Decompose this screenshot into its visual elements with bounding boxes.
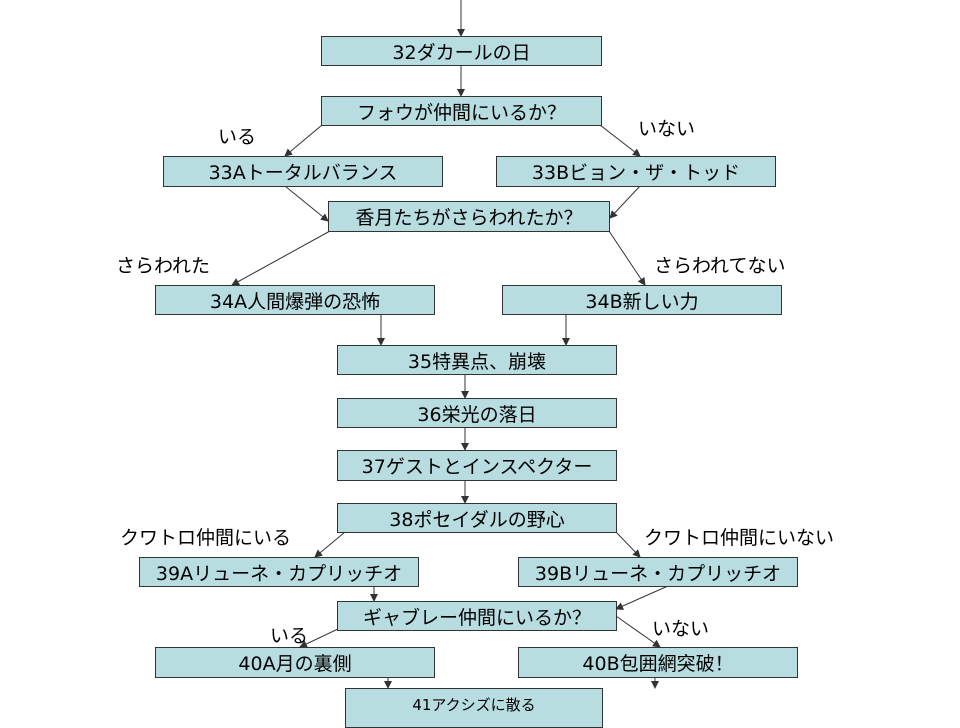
label-kazuki-no: さらわれてない [654, 255, 786, 277]
arrow [284, 185, 329, 222]
arrow [299, 627, 341, 648]
label-quattro-no: クワトロ仲間にいない [644, 527, 835, 549]
node-36: 36栄光の落日 [337, 398, 617, 428]
arrow [231, 230, 331, 286]
arrow [615, 531, 641, 558]
node-34b: 34B新しい力 [502, 285, 782, 315]
node-39b: 39Bリューネ・カプリッチオ [518, 557, 798, 587]
arrow [314, 531, 346, 558]
arrow [609, 185, 641, 219]
label-kazuki-yes: さらわれた [116, 255, 211, 277]
node-40a: 40A月の裏側 [155, 647, 435, 678]
node-38: 38ポセイダルの野心 [337, 503, 617, 533]
decision-kazuki: 香月たちがさらわれたか？ [328, 201, 610, 232]
node-32: 32ダカールの日 [321, 36, 602, 66]
label-fou-no: いない [638, 118, 696, 140]
arrow [615, 585, 669, 610]
node-41: 41アクシズに散る [345, 688, 603, 728]
node-34a: 34A人間爆弾の恐怖 [155, 285, 435, 315]
arrow [599, 124, 641, 157]
arrow [615, 615, 661, 648]
arrow [284, 124, 323, 157]
node-33b: 33Bビョン・ザ・トッド [496, 156, 776, 187]
node-37: 37ゲストとインスペクター [337, 450, 617, 481]
decision-gavlet: ギャブレー仲間にいるか？ [337, 601, 617, 631]
label-gavlet-yes: いる [270, 625, 309, 647]
label-fou-yes: いる [218, 126, 257, 148]
node-35: 35特異点、崩壊 [337, 345, 617, 375]
node-40b: 40B包囲網突破！ [518, 647, 798, 678]
node-33a: 33Aトータルバランス [163, 156, 443, 187]
decision-fou: フォウが仲間にいるか？ [321, 96, 602, 126]
label-gavlet-no: いない [652, 618, 710, 640]
node-39a: 39Aリューネ・カプリッチオ [139, 557, 419, 587]
label-quattro-yes: クワトロ仲間にいる [120, 527, 292, 549]
arrow [608, 230, 646, 286]
